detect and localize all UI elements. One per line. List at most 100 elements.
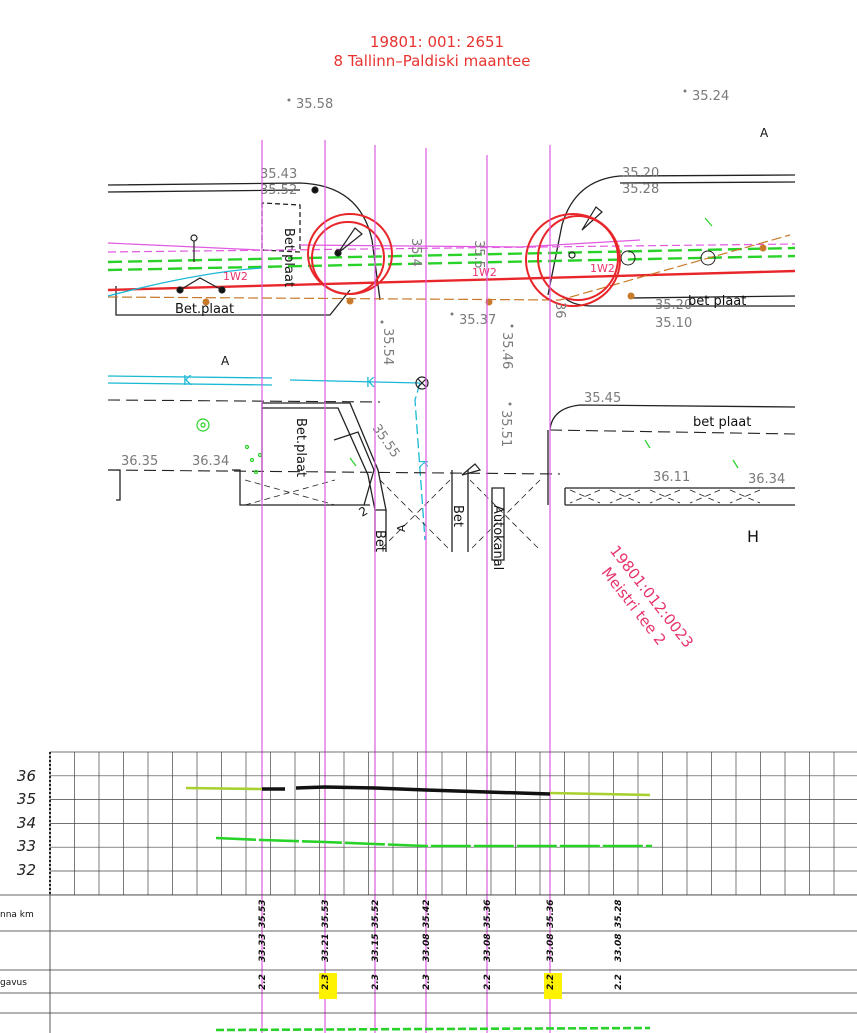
y-tick: 33 bbox=[17, 837, 36, 855]
elevation-label: 35.58 bbox=[296, 97, 333, 112]
elevation-label: 35.55 bbox=[369, 422, 403, 461]
y-tick: 32 bbox=[17, 861, 36, 879]
elevation-label: 35.28 bbox=[622, 182, 659, 197]
orange-utility-line bbox=[107, 234, 791, 301]
column-bottom-value: 2.2 bbox=[546, 974, 556, 990]
surface-label: Bet.plaat bbox=[293, 418, 308, 477]
profile-lines bbox=[185, 785, 652, 1032]
column-bottom-value: 2.3 bbox=[422, 974, 432, 990]
column-top-value: 35.52 bbox=[371, 900, 381, 928]
utility-node bbox=[202, 298, 210, 306]
column-bottom-value: 2.3 bbox=[371, 974, 381, 990]
column-top-value: 35.53 bbox=[321, 900, 331, 928]
section-letter-a: A bbox=[760, 126, 769, 140]
utility-node bbox=[759, 244, 767, 252]
column-mid-value: 33.15 bbox=[371, 934, 381, 962]
manhole-icon bbox=[415, 376, 429, 390]
column-bottom-value: 2.2 bbox=[258, 974, 268, 990]
water-line-label: 1W2 bbox=[223, 270, 248, 283]
elevation-point bbox=[683, 89, 687, 93]
elevation-label: 35.37 bbox=[459, 313, 496, 328]
elevation-point bbox=[380, 320, 384, 324]
profile-grid bbox=[49, 751, 857, 896]
surface-label: Bet bbox=[372, 530, 387, 552]
lamp-post-icon bbox=[176, 234, 226, 294]
column-mid-value: 33.08 bbox=[422, 934, 432, 962]
column-bottom-value: 2.2 bbox=[483, 974, 493, 990]
traffic-sign-icon bbox=[311, 186, 603, 259]
elevation-label: 35.20 bbox=[622, 166, 659, 181]
profile-columns: 35.53 33.33 2.2 35.53 33.21 2.3 35.52 33.15 2.3 3… bbox=[258, 900, 624, 999]
surface-label: Bet plaat bbox=[281, 228, 296, 287]
y-tick: 36 bbox=[17, 767, 36, 785]
water-line-label: 1W2 bbox=[472, 266, 497, 279]
profile-table bbox=[0, 894, 857, 1033]
column-mid-value: 33.08 bbox=[614, 934, 624, 962]
cyan-utility-line bbox=[107, 267, 263, 297]
green-utility-lines bbox=[107, 246, 796, 272]
surface-label: Autokanal bbox=[490, 505, 505, 570]
elevation-label: 35.46 bbox=[499, 332, 514, 369]
elevation-point bbox=[287, 98, 291, 102]
column-bottom-value: 2.3 bbox=[321, 974, 331, 990]
parcel-top-code: 19801: 001: 2651 bbox=[370, 33, 504, 51]
section-letter-a: A bbox=[221, 354, 230, 368]
cross-hatch bbox=[244, 479, 761, 551]
elevation-label: 35.51 bbox=[498, 410, 513, 447]
row-label: nna km bbox=[0, 910, 34, 920]
elevation-label: 36.34 bbox=[748, 472, 785, 487]
column-mid-value: 33.21 bbox=[321, 934, 331, 962]
traffic-sign-icon bbox=[461, 463, 482, 476]
tree-icon bbox=[620, 250, 716, 266]
vegetation-icon bbox=[196, 217, 739, 475]
elevation-point bbox=[510, 324, 514, 328]
elevation-label: 36.11 bbox=[653, 470, 690, 485]
elevation-label: 35.20 bbox=[655, 298, 692, 313]
y-tick: 34 bbox=[17, 814, 36, 832]
column-mid-value: 33.33 bbox=[258, 934, 268, 962]
utility-node bbox=[346, 297, 354, 305]
cable-label: K bbox=[183, 374, 192, 389]
column-bottom-value: 2.2 bbox=[614, 974, 624, 990]
section-letter: A bbox=[395, 524, 408, 532]
elevation-label: 35.5 bbox=[471, 240, 486, 269]
surface-label: Bet.plaat bbox=[175, 302, 234, 317]
cable-line bbox=[107, 375, 426, 541]
elevation-point bbox=[508, 402, 512, 406]
elevation-label: 35.54 bbox=[380, 328, 395, 365]
column-top-value: 35.36 bbox=[483, 900, 493, 928]
y-tick: 35 bbox=[17, 790, 36, 808]
elevation-label: 35.45 bbox=[584, 391, 621, 406]
column-top-value: 35.36 bbox=[546, 900, 556, 928]
elevation-label: 35.43 bbox=[260, 167, 297, 182]
column-top-value: 35.42 bbox=[422, 900, 432, 928]
elevation-label: 35.4 bbox=[408, 238, 423, 267]
column-top-value: 35.53 bbox=[258, 900, 268, 928]
surface-label: bet plaat bbox=[693, 415, 751, 430]
cable-label: K bbox=[417, 460, 430, 468]
profile-y-axis: 36 35 34 33 32 bbox=[17, 767, 36, 879]
station-lines bbox=[261, 140, 551, 1033]
elevation-label: 36 bbox=[552, 302, 567, 319]
highlight-marker bbox=[319, 973, 337, 999]
column-mid-value: 33.08 bbox=[483, 934, 493, 962]
section-letter: 2 bbox=[357, 504, 371, 520]
column-mid-value: 33.08 bbox=[546, 934, 556, 962]
column-top-value: 35.28 bbox=[614, 900, 624, 928]
curb-structure bbox=[108, 402, 796, 561]
elevation-label: 36.35 bbox=[121, 454, 158, 469]
elevation-label: 35.10 bbox=[655, 316, 692, 331]
elevation-label: 35.24 bbox=[692, 89, 729, 104]
cable-label: K bbox=[366, 376, 375, 391]
red-markup-circle bbox=[307, 213, 621, 307]
row-label: gavus bbox=[0, 978, 27, 988]
elevation-label: 35.52 bbox=[260, 183, 297, 198]
parcel-right-group: 19801:012:0023 Meistri tee 2 bbox=[598, 542, 697, 651]
section-letter-h: H bbox=[747, 527, 759, 546]
elevation-point bbox=[450, 312, 454, 316]
surface-label: Bet bbox=[450, 505, 465, 527]
water-lines bbox=[107, 239, 796, 253]
utility-node bbox=[627, 292, 635, 300]
highlight-marker bbox=[544, 973, 562, 999]
road-edge-dashed bbox=[107, 399, 796, 475]
